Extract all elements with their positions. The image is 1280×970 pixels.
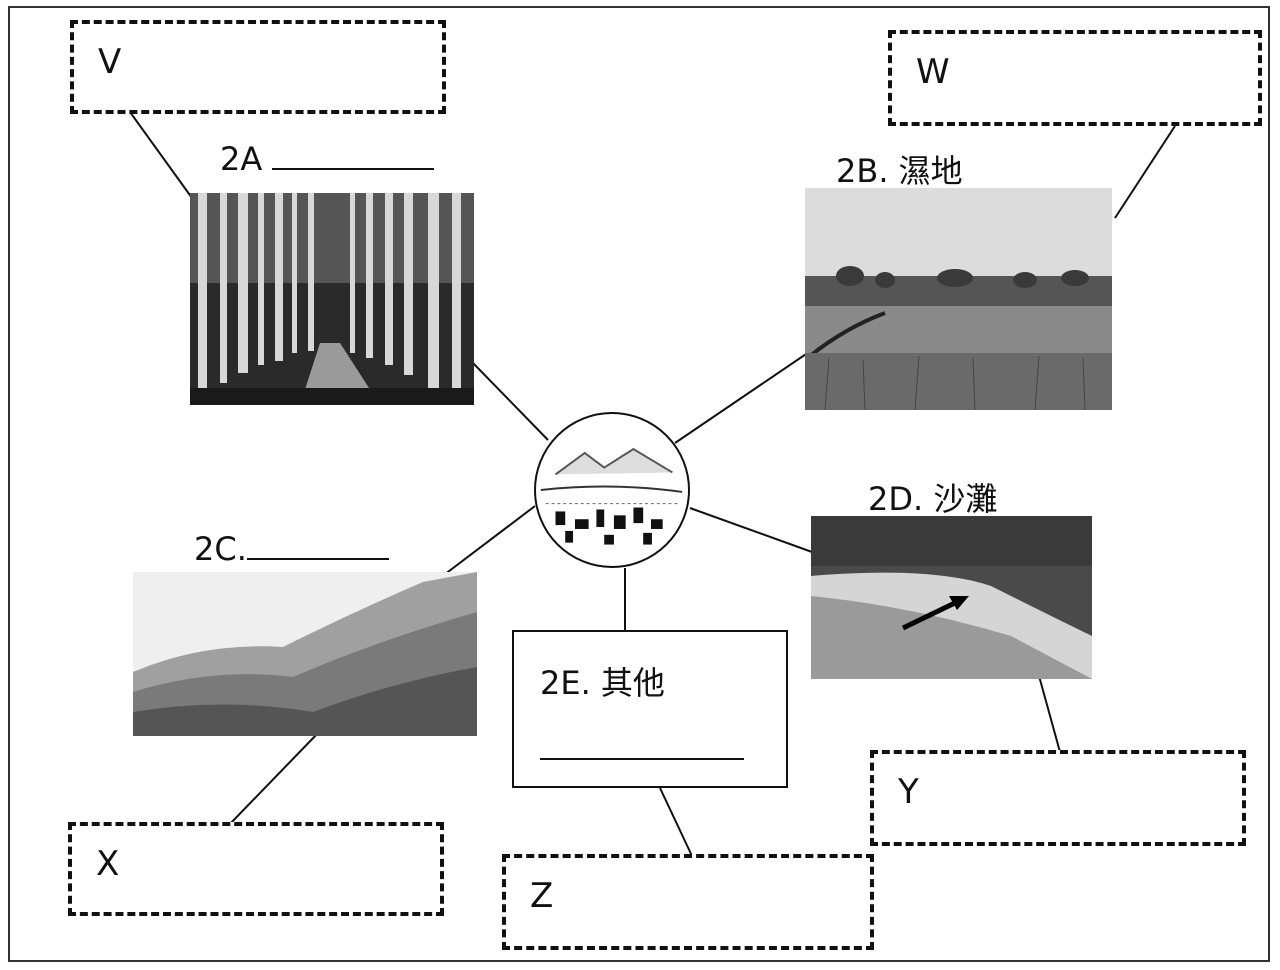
- answer-box-w-label: W: [916, 52, 950, 92]
- landscape-icon: [540, 447, 683, 545]
- caption-2e: 2E. 其他: [540, 658, 665, 704]
- answer-box-w[interactable]: W: [888, 30, 1262, 126]
- caption-2d-text: 沙灘: [933, 480, 998, 518]
- caption-2e-code: 2E.: [540, 664, 591, 702]
- answer-box-y[interactable]: Y: [870, 750, 1246, 846]
- answer-box-v-label: V: [98, 42, 122, 82]
- photo-2b-wetland: [805, 188, 1112, 410]
- caption-2d-code: 2D.: [868, 480, 924, 518]
- caption-2d: 2D. 沙灘: [868, 474, 997, 520]
- answer-box-x-label: X: [96, 844, 120, 884]
- caption-2b: 2B. 濕地: [836, 146, 963, 192]
- caption-2a-code: 2A: [220, 140, 263, 178]
- caption-2a-blank[interactable]: [272, 140, 435, 170]
- caption-2c-blank[interactable]: [246, 530, 389, 560]
- hills-icon: [133, 572, 477, 736]
- caption-2e-blank[interactable]: [540, 728, 744, 760]
- answer-box-x[interactable]: X: [68, 822, 444, 916]
- photo-2d-beach: [811, 516, 1092, 679]
- wetland-icon: [805, 188, 1112, 410]
- beach-icon: [811, 516, 1092, 679]
- answer-box-z-label: Z: [530, 876, 554, 916]
- caption-2c-code: 2C.: [194, 530, 247, 568]
- forest-icon: [190, 193, 474, 405]
- caption-2a: 2A: [220, 140, 435, 178]
- answer-box-y-label: Y: [898, 772, 919, 812]
- photo-2a-forest: [190, 193, 474, 405]
- caption-2b-code: 2B.: [836, 152, 889, 190]
- arrow-icon: [901, 597, 963, 631]
- caption-2b-text: 濕地: [898, 152, 963, 190]
- photo-2c-hills: [133, 572, 477, 736]
- caption-2e-text: 其他: [600, 664, 665, 702]
- worksheet-frame: [8, 6, 1270, 962]
- other-box-2e: 2E. 其他: [512, 630, 788, 788]
- answer-box-z[interactable]: Z: [502, 854, 874, 950]
- answer-box-v[interactable]: V: [70, 20, 446, 114]
- center-landscape-circle: [534, 412, 690, 568]
- caption-2c: 2C.: [194, 530, 389, 568]
